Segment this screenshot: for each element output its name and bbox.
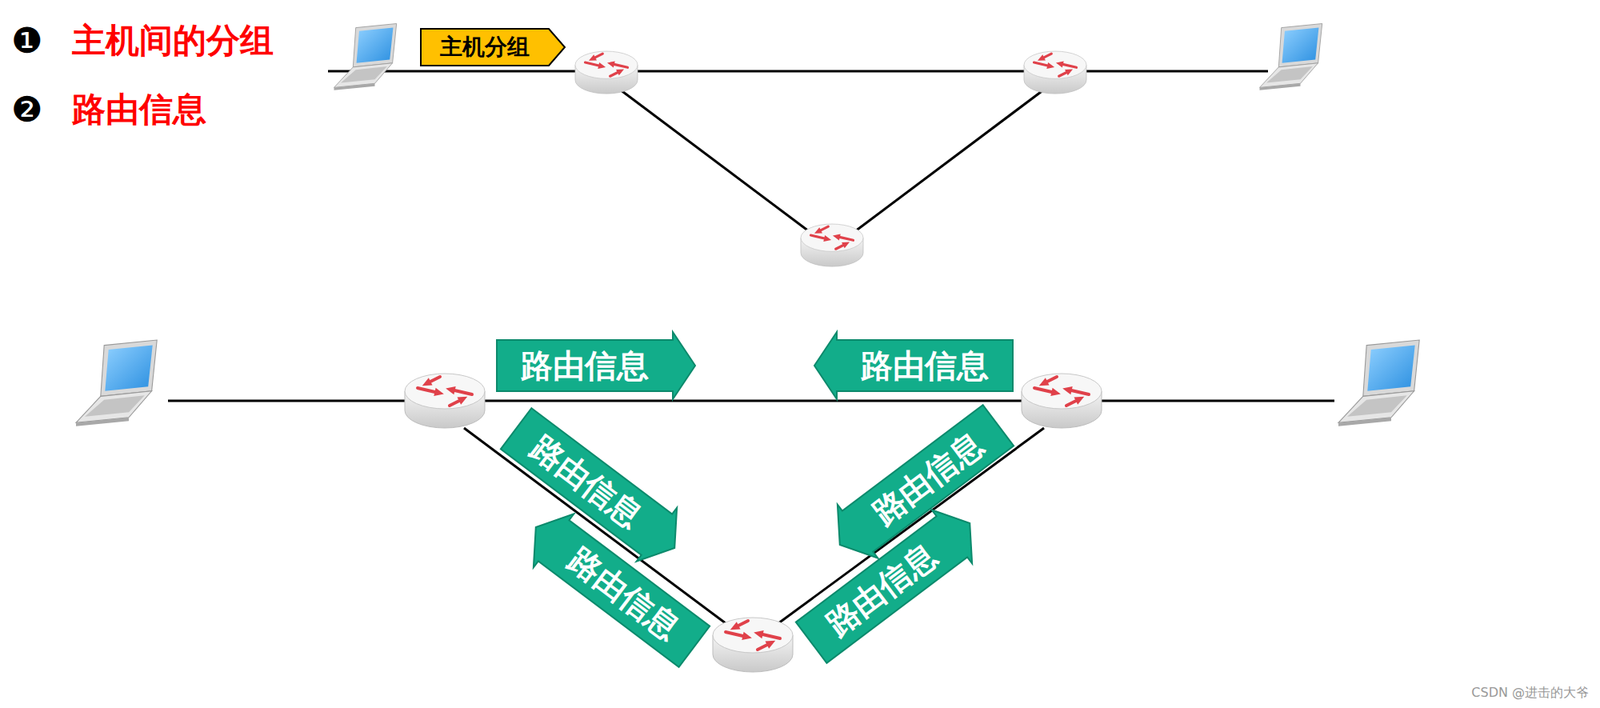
router-icon	[404, 373, 485, 428]
section-title: 主机间的分组	[72, 24, 274, 58]
arrow-outline	[496, 332, 696, 400]
router-icon	[1024, 51, 1087, 94]
laptop-icon	[1260, 23, 1323, 90]
step-number: ❶	[11, 23, 43, 59]
router-icon	[1021, 373, 1102, 428]
link-line	[1055, 70, 1268, 73]
arrow-outline	[516, 500, 716, 673]
router-icon	[575, 51, 638, 94]
laptop-icon	[1338, 340, 1420, 427]
routing-info-arrow: 路由信息	[496, 332, 696, 400]
link-line	[620, 89, 812, 234]
arrow-label: 路由信息	[520, 349, 649, 382]
laptop-icon	[76, 340, 157, 427]
arrow-outline	[791, 496, 991, 669]
link-line	[852, 89, 1044, 234]
router-icon	[712, 617, 793, 672]
routing-info-arrow: 路由信息	[814, 332, 1013, 400]
arrow-outline	[814, 332, 1013, 400]
link-line	[1061, 400, 1335, 403]
packet-arrow-box: 主机分组	[420, 28, 565, 66]
section-title: 路由信息	[72, 92, 207, 127]
watermark: CSDN @进击的大爷	[1471, 686, 1589, 700]
link-line	[606, 70, 1056, 73]
router-icon	[800, 224, 864, 267]
step-number: ❷	[11, 92, 43, 128]
arrow-label: 路由信息	[860, 349, 989, 382]
arrow-label: 主机分组	[440, 36, 530, 59]
arrow-outline	[420, 28, 565, 66]
laptop-icon	[334, 23, 397, 90]
link-line	[444, 400, 1062, 403]
link-line	[168, 400, 445, 403]
